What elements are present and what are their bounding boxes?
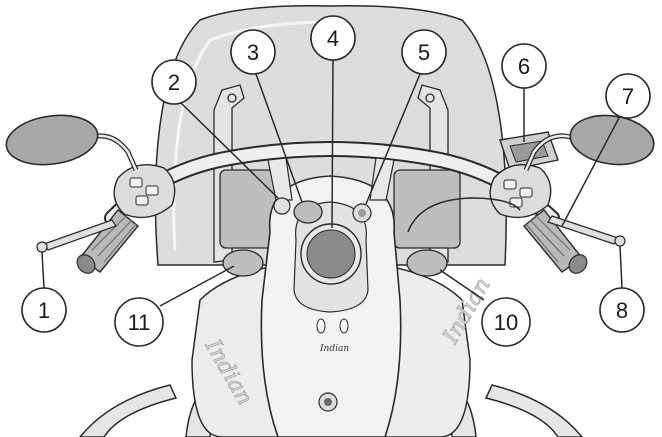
indicator-lamp-3 <box>294 201 322 223</box>
callout-2-label: 2 <box>168 70 180 95</box>
callout-6: 6 <box>502 44 546 88</box>
callout-7: 7 <box>606 74 650 118</box>
tank-indicator-right <box>340 319 348 333</box>
left-mirror <box>3 110 136 170</box>
callout-8: 8 <box>600 288 644 332</box>
callout-1-label: 1 <box>38 298 50 323</box>
left-lever-tip <box>37 242 47 252</box>
callout-10: 10 <box>482 298 530 346</box>
callout-4-label: 4 <box>327 26 339 51</box>
callout-7-label: 7 <box>622 84 634 109</box>
callout-1: 1 <box>22 288 66 332</box>
callout-8-label: 8 <box>616 298 628 323</box>
callout-4: 4 <box>311 16 355 60</box>
left-switch-housing <box>114 165 175 218</box>
callout-3-label: 3 <box>247 40 259 65</box>
ignition-switch-5-inner <box>358 209 366 217</box>
speedometer-display <box>307 230 355 278</box>
callout-11: 11 <box>115 298 163 346</box>
callout-5: 5 <box>402 30 446 74</box>
left-lamp-11 <box>223 250 263 276</box>
callout-3: 3 <box>231 30 275 74</box>
callout-11-label: 11 <box>128 310 151 335</box>
callout-10-label: 10 <box>494 310 518 335</box>
callout-6-label: 6 <box>518 54 530 79</box>
right-lamp-10 <box>407 250 447 276</box>
tank-script-logo: Indian <box>319 344 349 354</box>
right-lever-tip <box>615 236 625 246</box>
callout-5-label: 5 <box>418 40 430 65</box>
tank-indicator-left <box>317 319 325 333</box>
callout-2: 2 <box>152 60 196 104</box>
control-knob-2 <box>274 198 290 214</box>
tank-emblem <box>319 393 337 411</box>
